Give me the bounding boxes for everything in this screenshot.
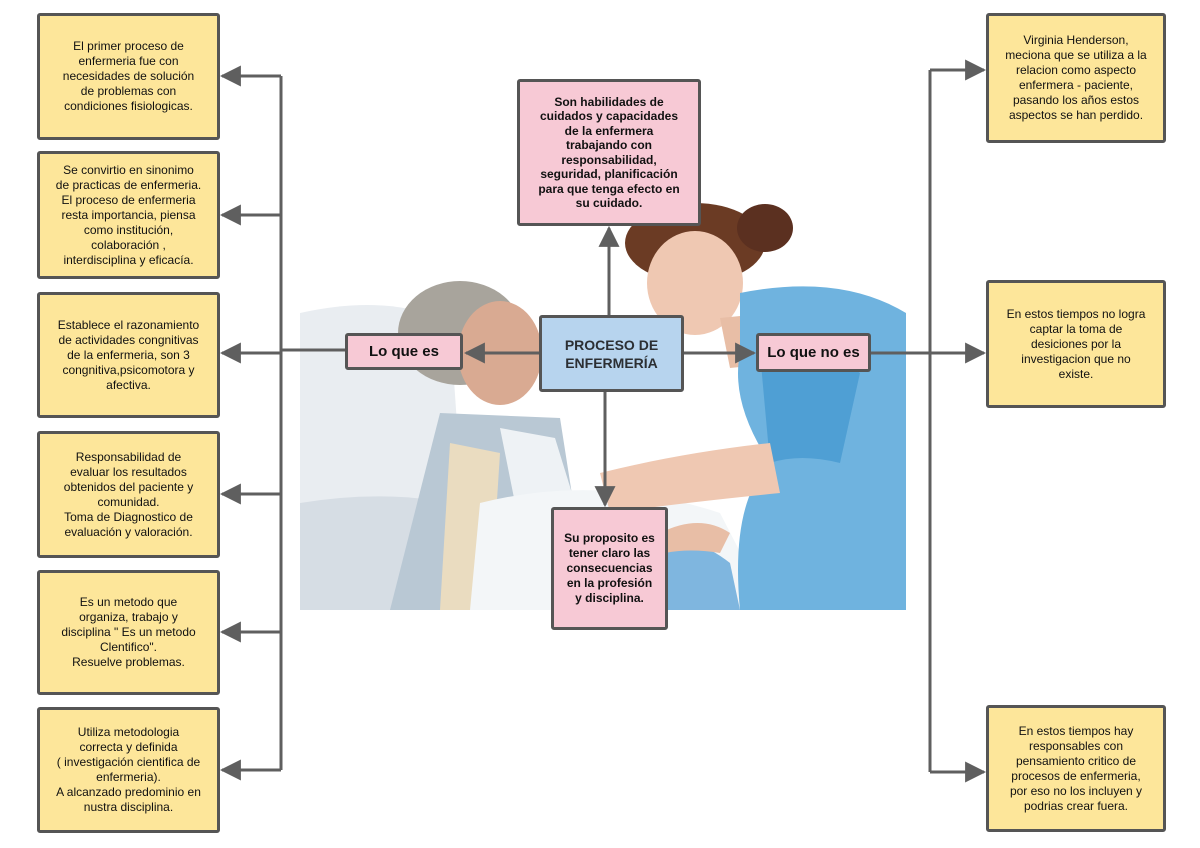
left-item-5: Es un metodo que organiza, trabajo y dis… bbox=[37, 570, 220, 695]
right-item-3: En estos tiempos hay responsables con pe… bbox=[986, 705, 1166, 832]
label-lo-que-no-es: Lo que no es bbox=[756, 333, 871, 372]
bottom-node: Su proposito es tener claro las consecue… bbox=[551, 507, 668, 630]
left-item-3: Establece el razonamiento de actividades… bbox=[37, 292, 220, 418]
left-item-1: El primer proceso de enfermeria fue con … bbox=[37, 13, 220, 140]
top-node: Son habilidades de cuidados y capacidade… bbox=[517, 79, 701, 226]
right-item-1: Virginia Henderson, meciona que se utili… bbox=[986, 13, 1166, 143]
left-item-6: Utiliza metodologia correcta y definida … bbox=[37, 707, 220, 833]
nurse-patient-photo bbox=[300, 203, 906, 610]
right-item-2: En estos tiempos no logra captar la toma… bbox=[986, 280, 1166, 408]
center-node: PROCESO DE ENFERMERÍA bbox=[539, 315, 684, 392]
left-item-4: Responsabilidad de evaluar los resultado… bbox=[37, 431, 220, 558]
left-item-2: Se convirtio en sinonimo de practicas de… bbox=[37, 151, 220, 279]
label-lo-que-es: Lo que es bbox=[345, 333, 463, 370]
